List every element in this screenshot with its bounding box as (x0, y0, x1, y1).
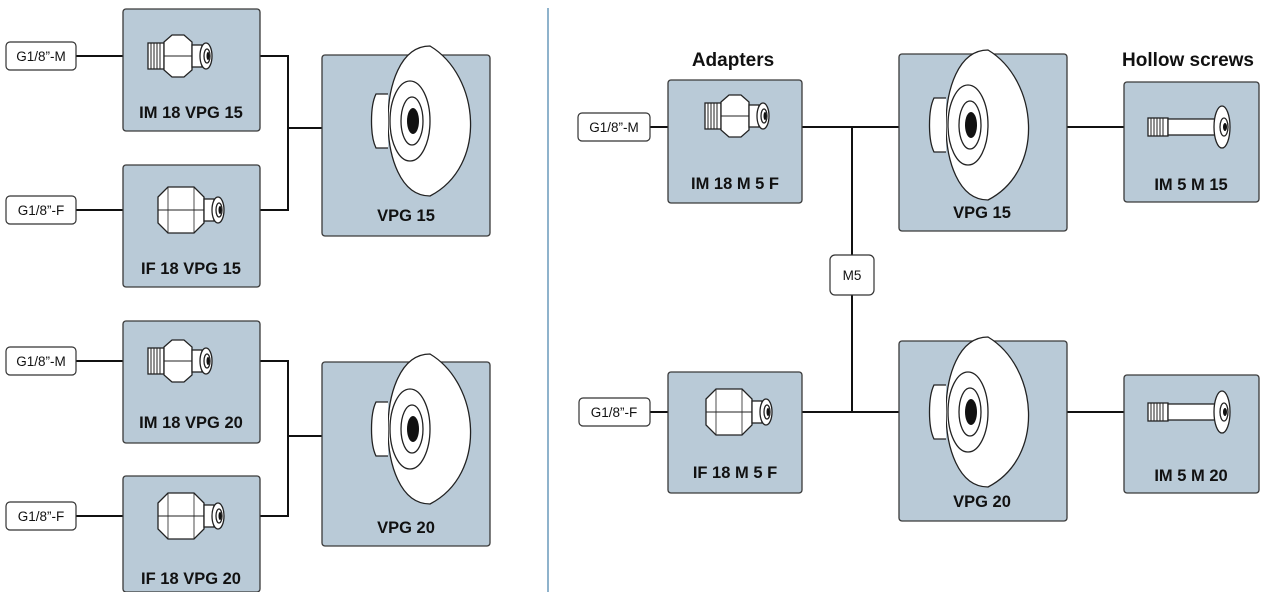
adapter-box-if18-m5f: IF 18 M 5 F (667, 371, 803, 494)
cup-box-vpg20-left: VPG 20 (321, 353, 491, 547)
cup-box-vpg20-right: VPG 20 (898, 336, 1068, 522)
tag-g18m-left-b: G1/8”-M (5, 346, 77, 376)
tag-g18f-left-a: G1/8”-F (5, 195, 77, 225)
adapter-box-im18-m5f: IM 18 M 5 F (667, 79, 803, 204)
screw-label: IM 5 M 15 (1154, 176, 1227, 194)
adapter-label: IF 18 M 5 F (693, 464, 777, 482)
screw-box-im5-m15: IM 5 M 15 (1123, 81, 1260, 203)
tag-g18f-left-b: G1/8”-F (5, 501, 77, 531)
tag-label: G1/8”-F (18, 203, 65, 218)
tag-label: G1/8”-M (16, 354, 66, 369)
adapter-label: IM 18 M 5 F (691, 175, 779, 193)
cup-label: VPG 15 (953, 204, 1011, 222)
cup-label: VPG 20 (953, 493, 1011, 511)
adapter-box-im18-vpg20: IM 18 VPG 20 (122, 320, 261, 444)
adapter-box-if18-vpg20: IF 18 VPG 20 (122, 475, 261, 592)
tag-label: M5 (843, 268, 862, 283)
screw-box-im5-m20: IM 5 M 20 (1123, 374, 1260, 494)
tag-m5: M5 (829, 254, 875, 296)
adapter-label: IM 18 VPG 20 (139, 414, 243, 432)
adapter-box-if18-vpg15: IF 18 VPG 15 (122, 164, 261, 288)
adapter-label: IM 18 VPG 15 (139, 104, 243, 122)
adapter-box-im18-vpg15: IM 18 VPG 15 (122, 8, 261, 132)
tag-label: G1/8”-M (16, 49, 66, 64)
adapter-label: IF 18 VPG 15 (141, 260, 241, 278)
cup-label: VPG 20 (377, 519, 435, 537)
adapter-label: IF 18 VPG 20 (141, 570, 241, 588)
tag-label: G1/8”-F (591, 405, 638, 420)
tag-label: G1/8”-M (589, 120, 639, 135)
cup-box-vpg15-right: VPG 15 (898, 49, 1068, 232)
tag-g18m-left-a: G1/8”-M (5, 41, 77, 71)
hollow-screws-heading: Hollow screws (1122, 50, 1254, 71)
tag-g18m-right: G1/8”-M (577, 112, 651, 142)
tag-g18f-right: G1/8”-F (578, 397, 651, 427)
cup-box-vpg15-left: VPG 15 (321, 45, 491, 237)
adapters-heading: Adapters (692, 50, 774, 71)
tag-label: G1/8”-F (18, 509, 65, 524)
cup-label: VPG 15 (377, 207, 435, 225)
screw-label: IM 5 M 20 (1154, 467, 1227, 485)
